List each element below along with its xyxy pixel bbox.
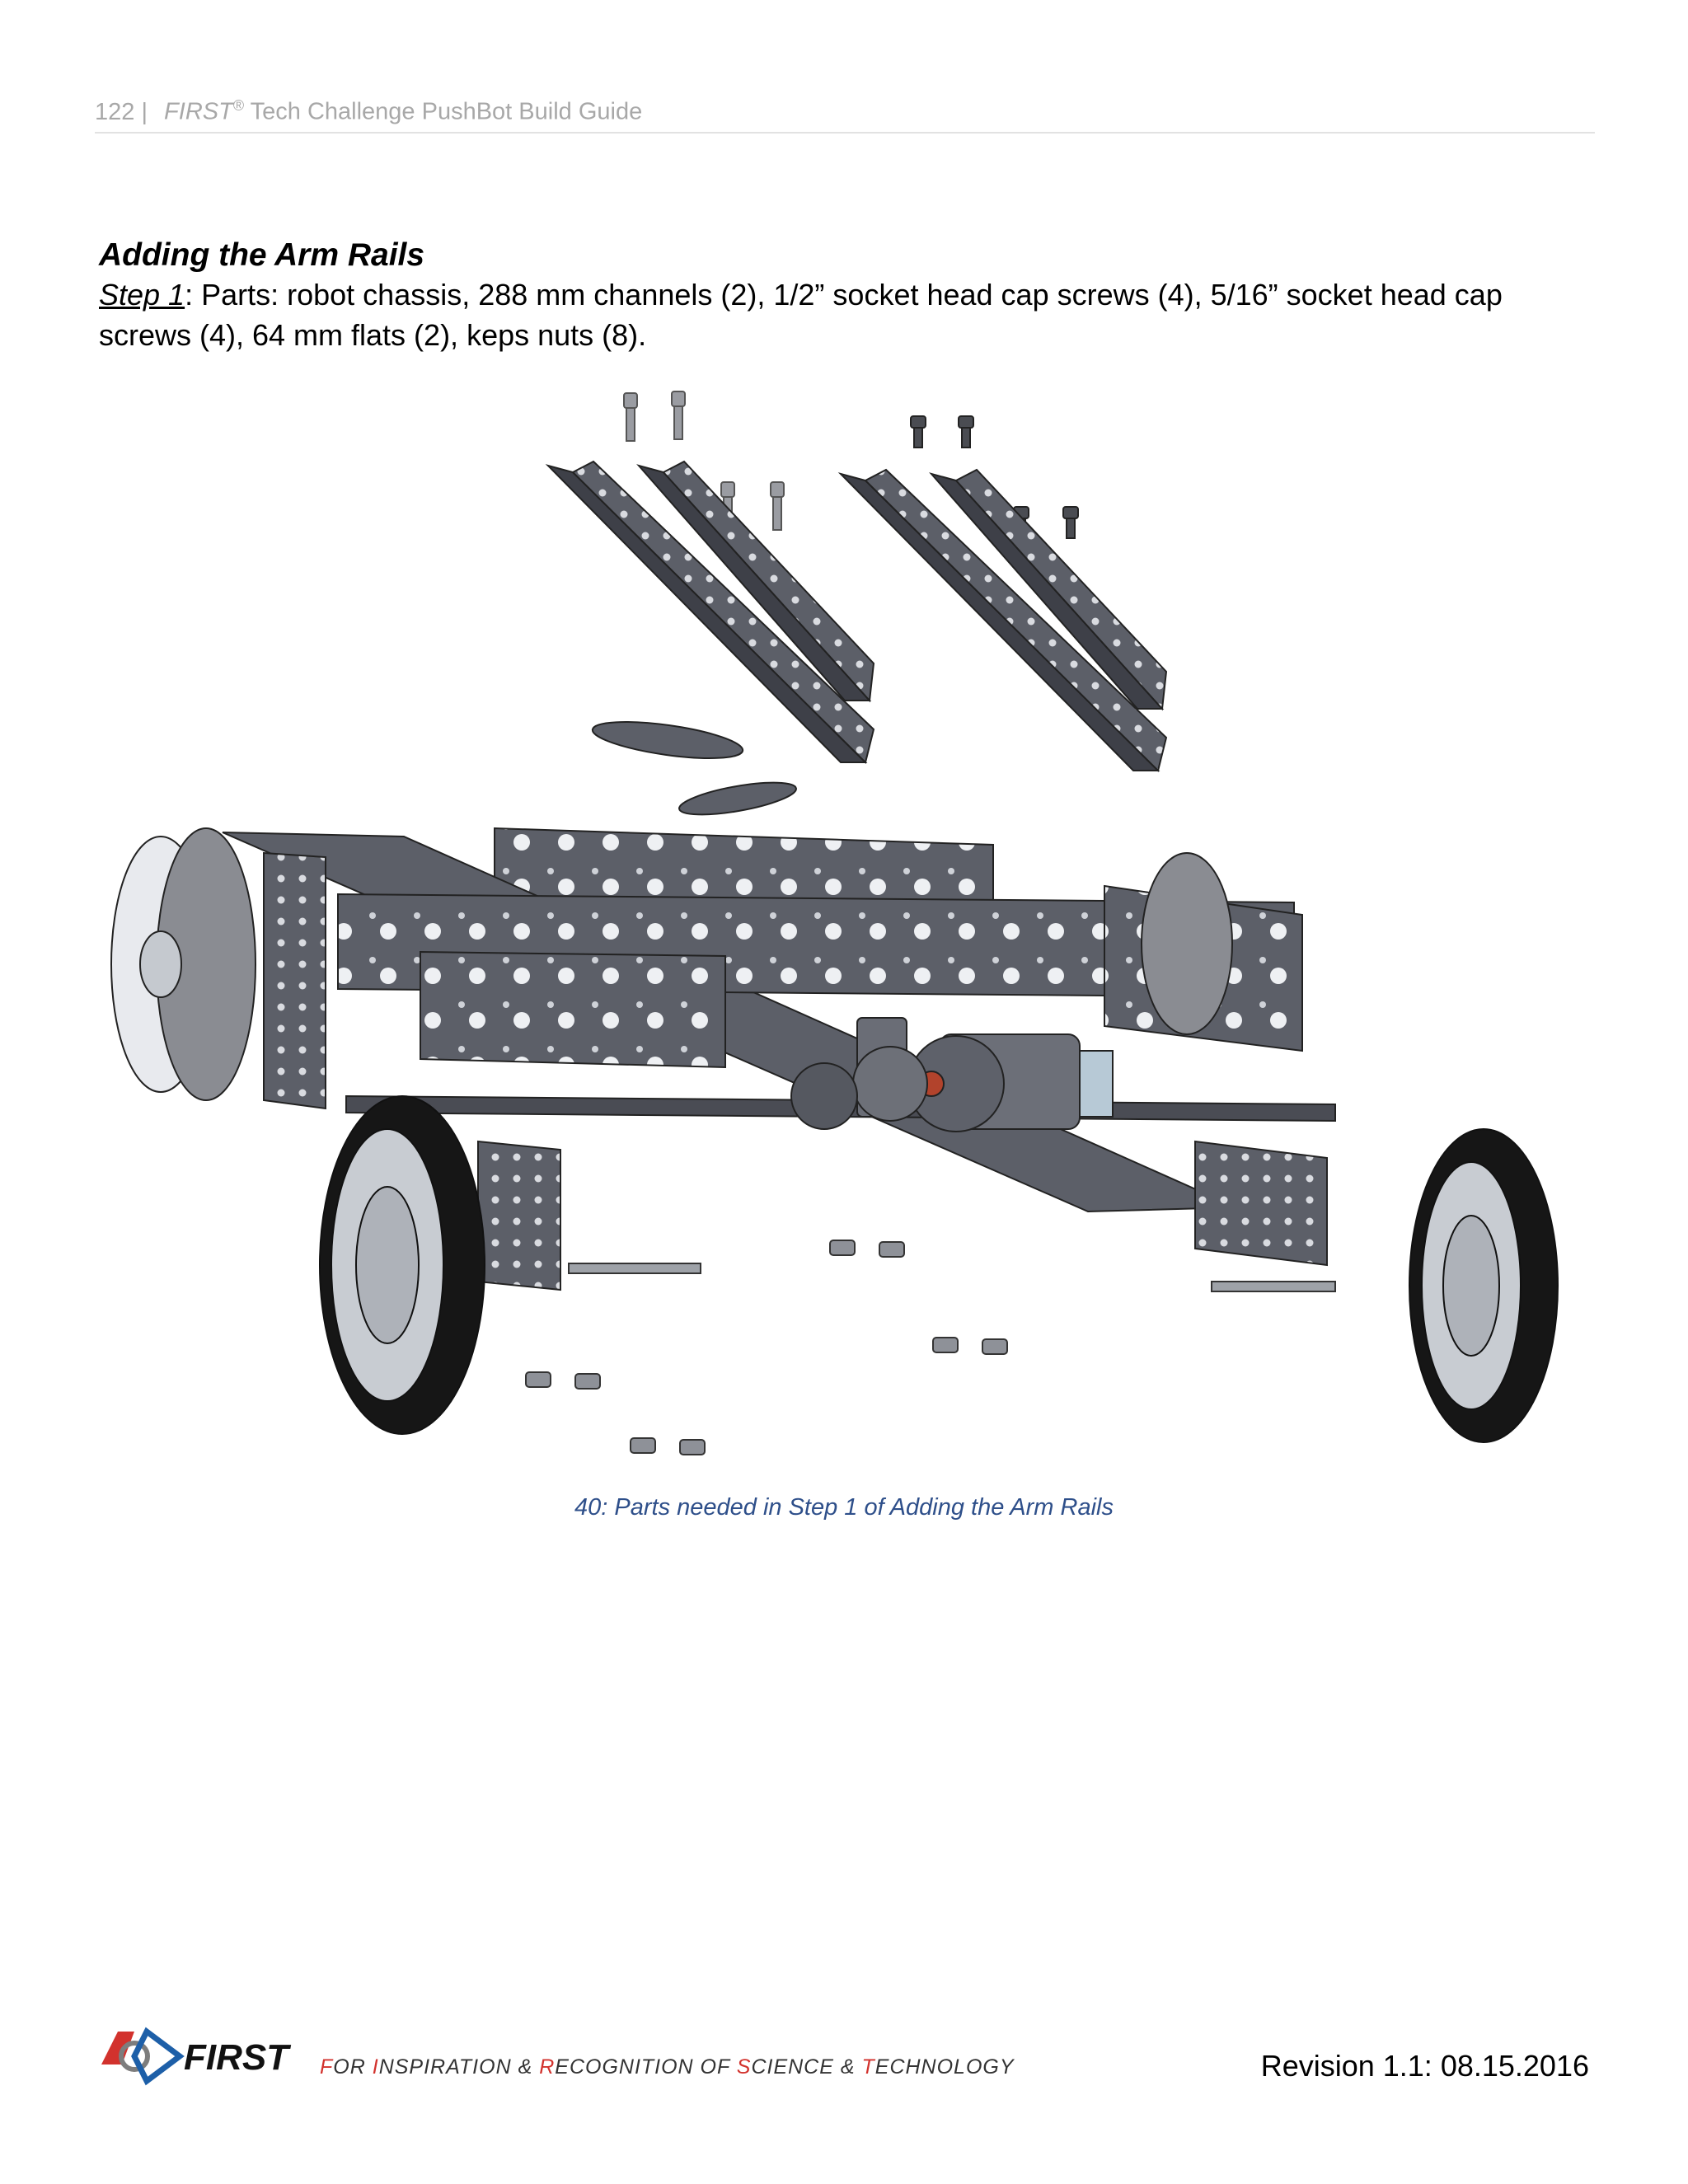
omni-wheel-left [110, 827, 256, 1101]
tagline-part: ECHNOLOGY [874, 2055, 1015, 2079]
section-title: Adding the Arm Rails [99, 237, 425, 273]
page-number: 122 | [95, 98, 148, 125]
tagline-part: CIENCE & [751, 2055, 862, 2079]
revision-label: Revision 1.1: 08.15.2016 [1260, 2049, 1589, 2083]
page-header: 122 | FIRST® Tech Challenge PushBot Buil… [95, 97, 1595, 134]
logo-blue-shape [131, 2027, 185, 2086]
assembly-illustration [110, 391, 1559, 1455]
logo-wordmark: FIRST [184, 2037, 291, 2078]
tagline-initial-t: T [861, 2055, 875, 2079]
tagline-initial-r: R [539, 2055, 556, 2079]
omni-wheel-right [1141, 852, 1233, 1035]
traction-wheel-left [319, 1095, 485, 1435]
step-paragraph: Step 1: Parts: robot chassis, 288 mm cha… [99, 274, 1558, 355]
channel-288mm-right [837, 468, 1168, 772]
tagline-part: NSPIRATION & [378, 2055, 540, 2079]
tagline-initial-i: I [372, 2055, 379, 2079]
wheel-axles [568, 1263, 1336, 1292]
channel-288mm-left [545, 460, 875, 764]
keps-nuts [525, 1240, 1008, 1455]
header-brand: FIRST [164, 98, 233, 125]
tagline-initial-f: F [320, 2055, 334, 2079]
header-title: Tech Challenge PushBot Build Guide [250, 98, 643, 125]
traction-wheel-right [1409, 1128, 1559, 1443]
step-text: : Parts: robot chassis, 288 mm channels … [99, 278, 1503, 352]
logo-red-shape [101, 2032, 134, 2064]
figure-caption: 40: Parts needed in Step 1 of Adding the… [574, 1494, 1114, 1521]
flats-64mm [591, 721, 797, 816]
tagline-initial-s: S [736, 2055, 752, 2079]
step-label: Step 1 [99, 278, 185, 312]
tagline-part: OR [333, 2055, 373, 2079]
first-logo: FIRST [101, 2027, 291, 2086]
footer-tagline: FOR INSPIRATION & RECOGNITION OF SCIENCE… [320, 2055, 1015, 2079]
tagline-part: ECOGNITION OF [555, 2055, 737, 2079]
logo-circle [119, 2041, 150, 2072]
registered-mark: ® [232, 97, 245, 114]
drive-motor [790, 1017, 1114, 1132]
